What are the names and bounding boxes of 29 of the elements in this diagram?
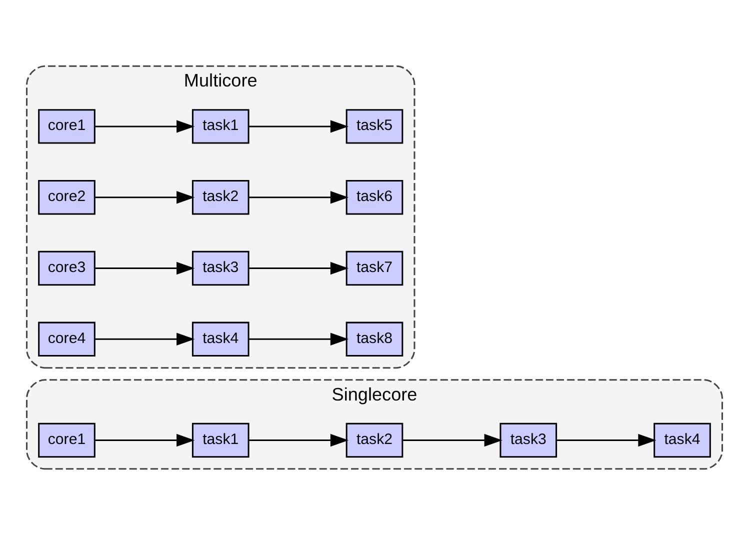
node-box: core3 xyxy=(38,250,96,286)
node-box: task7 xyxy=(346,250,404,286)
arrow xyxy=(249,332,349,345)
node-box: core1 xyxy=(38,108,96,144)
node-box: task1 xyxy=(192,422,250,458)
node-box: core2 xyxy=(38,180,96,214)
node-box: task3 xyxy=(192,250,250,286)
node-box: task2 xyxy=(346,422,404,458)
arrow xyxy=(249,433,349,446)
arrow xyxy=(249,190,349,204)
arrow xyxy=(95,120,195,132)
arrow xyxy=(402,433,502,446)
node-box: task3 xyxy=(500,422,558,458)
node-box: task1 xyxy=(192,108,250,144)
node-box: core4 xyxy=(38,321,96,356)
node-box: task4 xyxy=(654,422,711,458)
arrow xyxy=(249,120,349,132)
node-box: task8 xyxy=(346,321,404,356)
arrow xyxy=(95,190,195,204)
arrow xyxy=(95,433,195,446)
node-box: task6 xyxy=(346,180,404,214)
node-box: task4 xyxy=(192,321,250,356)
node-box: task5 xyxy=(346,108,404,144)
node-box: task2 xyxy=(192,180,250,214)
arrow xyxy=(556,433,656,446)
node-box: core1 xyxy=(38,422,96,458)
arrow xyxy=(95,261,195,274)
arrow xyxy=(249,261,349,274)
arrow xyxy=(95,332,195,345)
